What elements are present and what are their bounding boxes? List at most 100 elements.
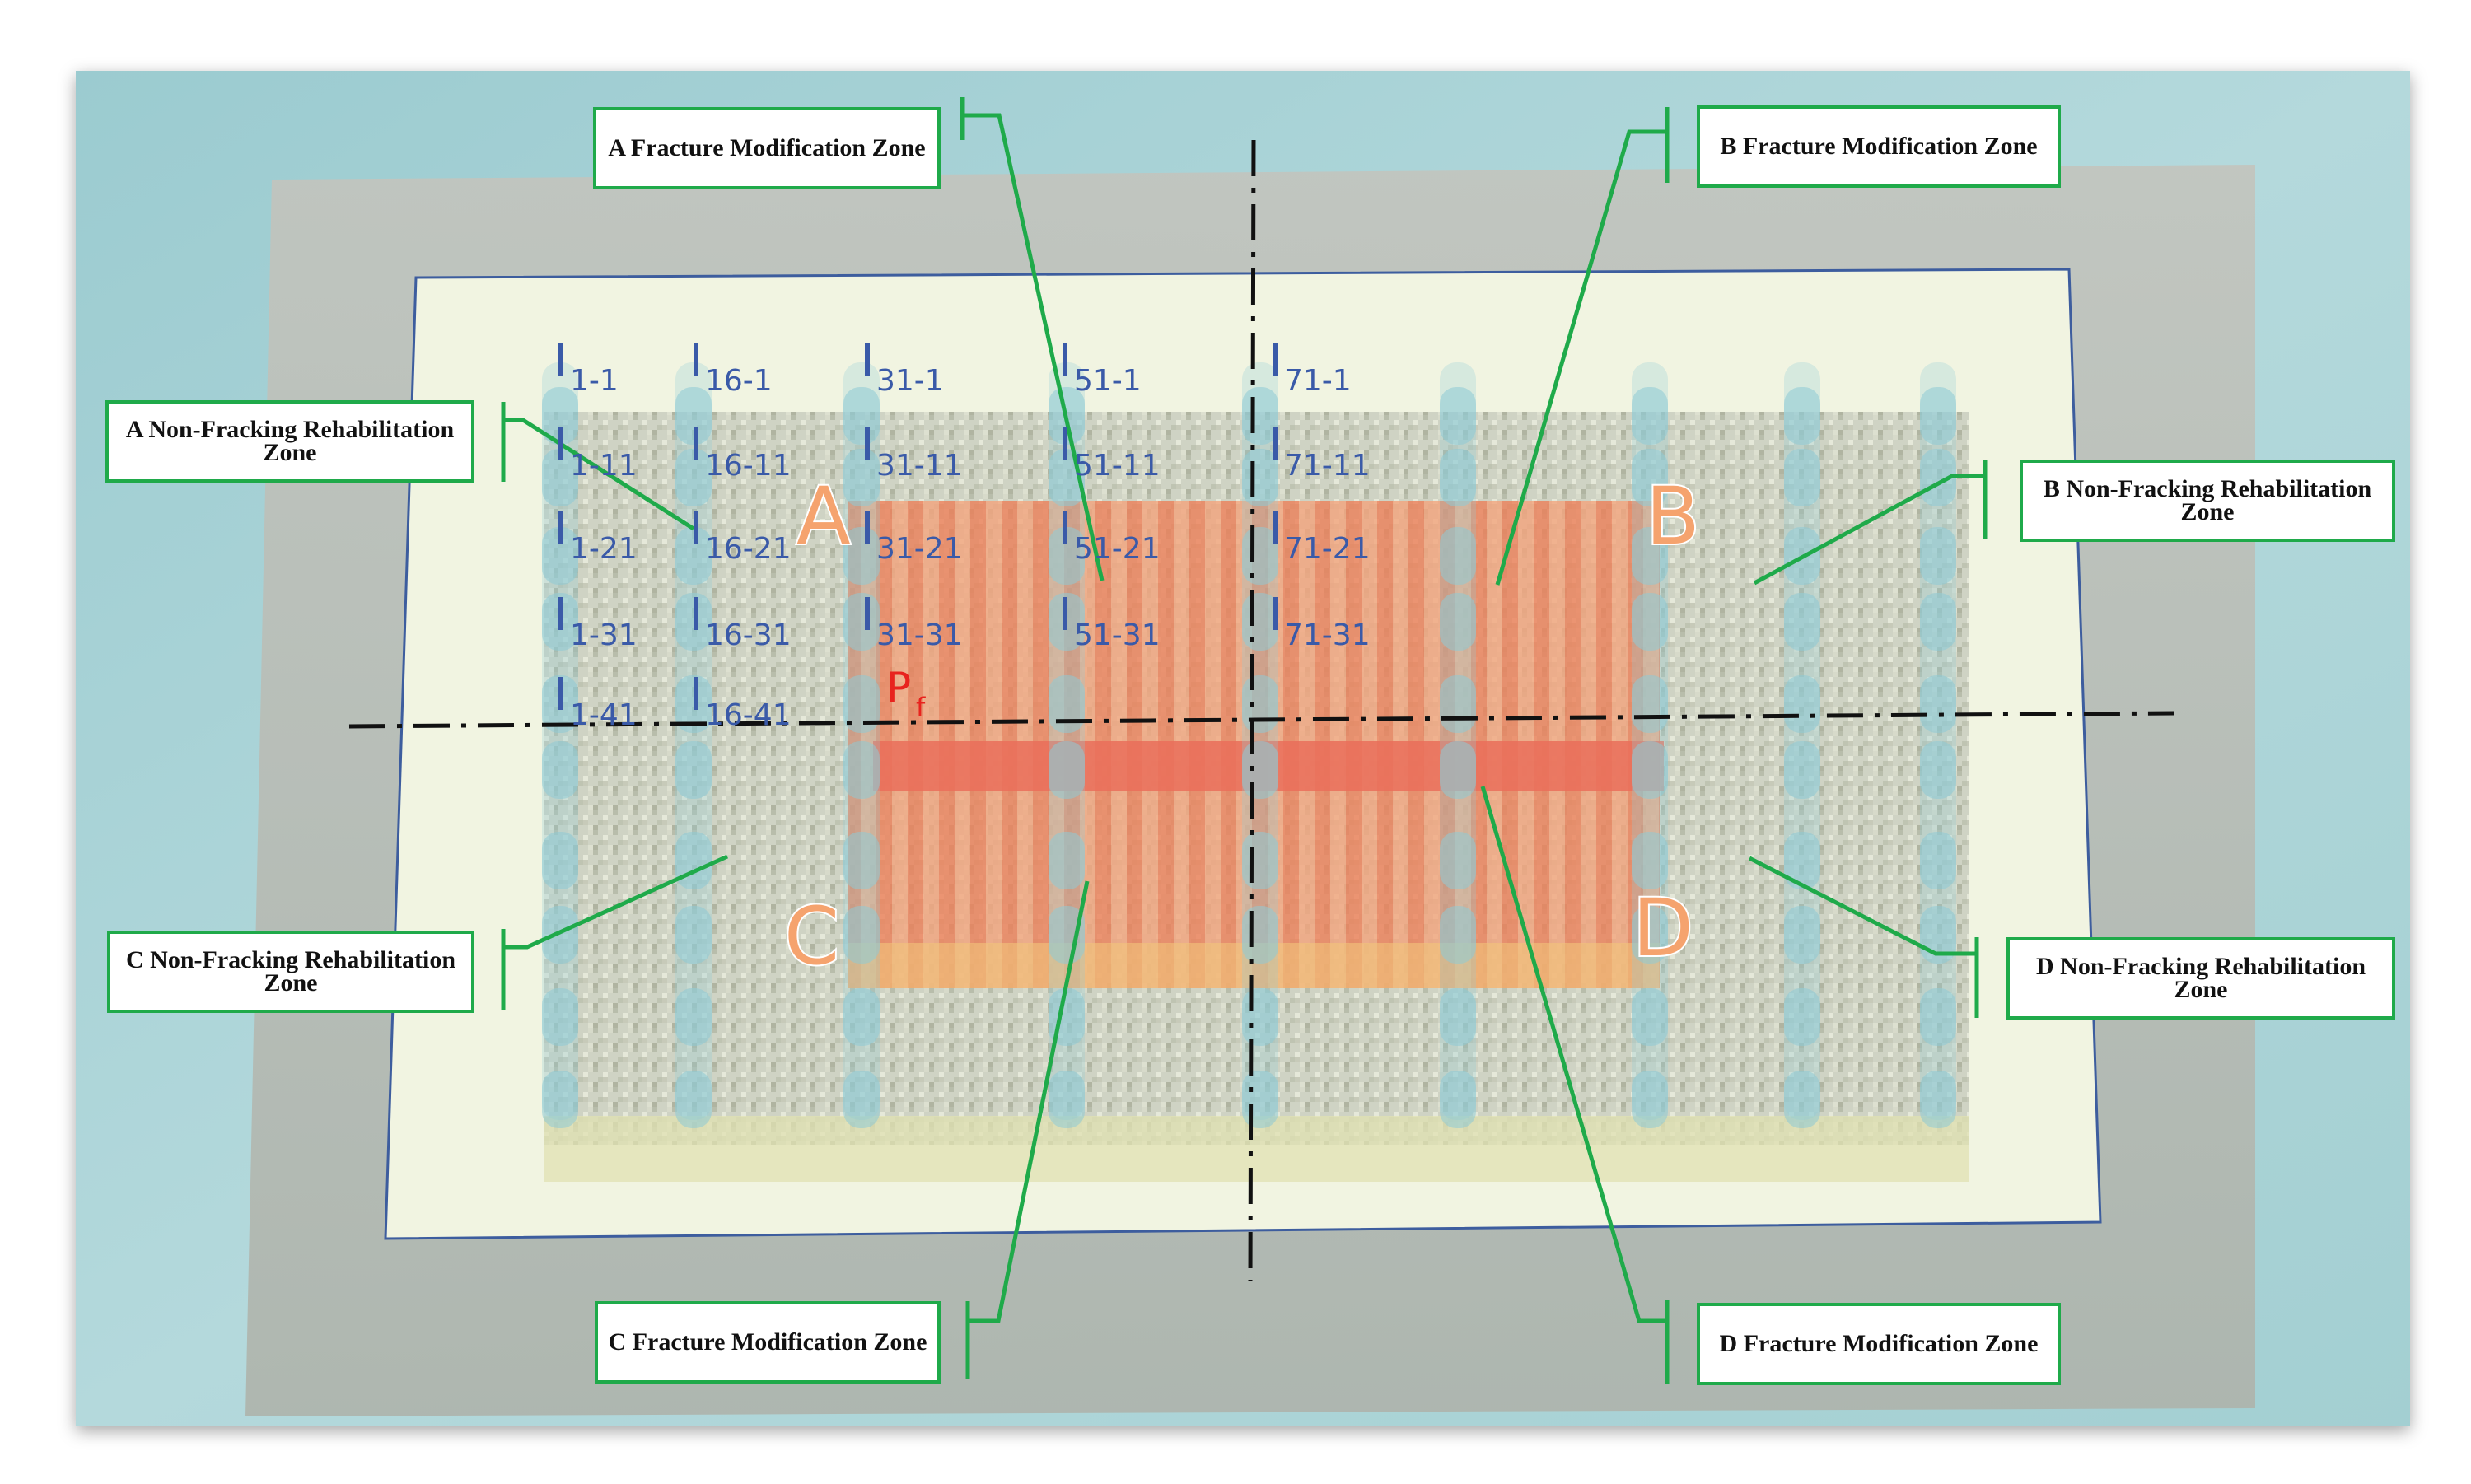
c-nonfracking-zone-box: C Non-Fracking Rehabilitation Zone — [107, 931, 474, 1013]
well-pipe — [1784, 988, 1820, 1046]
well-pipe — [1632, 741, 1668, 799]
well-pipe — [843, 675, 880, 733]
well-marker-bar — [558, 677, 563, 710]
well-pipe — [542, 906, 578, 964]
well-pipe — [1784, 832, 1820, 889]
well-pipe — [1049, 1071, 1085, 1128]
well-pipe — [1920, 449, 1956, 506]
quadrant-letter-b: B — [1646, 470, 1700, 562]
well-marker-bar — [694, 343, 698, 376]
well-marker-bar — [558, 511, 563, 544]
well-pipe — [843, 1071, 880, 1128]
well-pipe — [843, 387, 880, 445]
well-pipe — [1632, 675, 1668, 733]
well-label: 51-21 — [1074, 532, 1161, 566]
well-pipe — [542, 449, 578, 506]
well-pipe — [1440, 593, 1476, 651]
well-pipe — [675, 832, 712, 889]
well-marker-bar — [558, 597, 563, 630]
well-pipe — [1440, 832, 1476, 889]
well-label: 51-11 — [1074, 449, 1161, 483]
well-pipe — [1920, 1071, 1956, 1128]
well-pipe — [843, 593, 880, 651]
well-pipe — [1632, 387, 1668, 445]
well-pipe — [843, 741, 880, 799]
c-nonfracking-zone-label: C Non-Fracking Rehabilitation Zone — [125, 946, 456, 996]
well-pipe — [1920, 988, 1956, 1046]
well-marker-bar — [694, 427, 698, 460]
well-label: 1-41 — [570, 698, 638, 732]
well-pipe — [675, 906, 712, 964]
well-marker-bar — [1063, 427, 1067, 460]
well-pipe — [1784, 741, 1820, 799]
a-fracture-zone-label: A Fracture Modification Zone — [608, 134, 926, 161]
well-marker-bar — [694, 597, 698, 630]
well-label: 16-41 — [705, 698, 792, 732]
well-pipe — [542, 741, 578, 799]
well-marker-bar — [558, 427, 563, 460]
well-label: 51-1 — [1074, 364, 1142, 398]
well-marker-bar — [865, 597, 870, 630]
well-pipe — [1920, 387, 1956, 445]
well-label: 71-21 — [1284, 532, 1371, 566]
well-marker-bar — [865, 511, 870, 544]
well-pipe — [1784, 387, 1820, 445]
well-label: 1-21 — [570, 532, 638, 566]
well-pipe — [675, 1071, 712, 1128]
well-pipe — [1049, 906, 1085, 964]
well-pipe — [1049, 675, 1085, 733]
well-pipe — [1242, 906, 1278, 964]
well-pipe — [1242, 675, 1278, 733]
quadrant-letters: A B C D — [782, 469, 1702, 984]
well-pipe — [542, 988, 578, 1046]
well-pipe — [1920, 675, 1956, 733]
well-label: 1-1 — [570, 364, 619, 398]
well-pipe — [843, 906, 880, 964]
leader-lines — [501, 97, 1988, 1384]
well-marker-bar — [558, 343, 563, 376]
well-pipe — [1632, 1071, 1668, 1128]
well-pipe — [542, 1071, 578, 1128]
well-pipe — [542, 527, 578, 585]
well-label: 71-11 — [1284, 449, 1371, 483]
well-label: 16-11 — [705, 449, 792, 483]
well-pipe — [1440, 387, 1476, 445]
well-pipe — [1242, 832, 1278, 889]
b-fracture-zone-box: B Fracture Modification Zone — [1697, 105, 2061, 188]
well-pipe — [843, 527, 880, 585]
well-label: 16-1 — [705, 364, 773, 398]
well-pipe — [1632, 906, 1668, 964]
well-label: 31-21 — [876, 532, 963, 566]
well-label: 71-31 — [1284, 618, 1371, 652]
well-pipe — [1784, 449, 1820, 506]
d-nonfracking-zone-box: D Non-Fracking Rehabilitation Zone — [2006, 937, 2395, 1020]
well-labels: 1-11-111-211-311-4116-116-1116-2116-3116… — [558, 343, 1371, 732]
d-fracture-zone-box: D Fracture Modification Zone — [1697, 1303, 2061, 1385]
well-marker-bar — [865, 343, 870, 376]
pf-main: P — [886, 664, 911, 712]
well-pipe — [542, 832, 578, 889]
well-pipe — [1632, 449, 1668, 506]
well-marker-bar — [1063, 511, 1067, 544]
well-pipe — [1440, 906, 1476, 964]
symmetry-axes — [348, 139, 2175, 1281]
quadrant-letter-d: D — [1633, 882, 1693, 974]
well-pipe — [1440, 1071, 1476, 1128]
well-label: 16-31 — [705, 618, 792, 652]
well-columns — [542, 362, 1956, 1128]
well-pipe — [1632, 527, 1668, 585]
well-label: 16-21 — [705, 532, 792, 566]
pf-subscript: f — [916, 692, 926, 723]
well-label: 1-31 — [570, 618, 638, 652]
well-pipe — [675, 387, 712, 445]
b-nonfracking-zone-label: B Non-Fracking Rehabilitation Zone — [2043, 475, 2372, 525]
well-marker-bar — [1273, 427, 1278, 460]
well-pipe — [1632, 593, 1668, 651]
well-pipe — [1920, 832, 1956, 889]
well-pipe — [1242, 741, 1278, 799]
a-nonfracking-zone-label: A Non-Fracking Rehabilitation Zone — [125, 416, 455, 466]
well-pipe — [1440, 675, 1476, 733]
well-pipe — [1784, 1071, 1820, 1128]
well-label: 71-1 — [1284, 364, 1352, 398]
